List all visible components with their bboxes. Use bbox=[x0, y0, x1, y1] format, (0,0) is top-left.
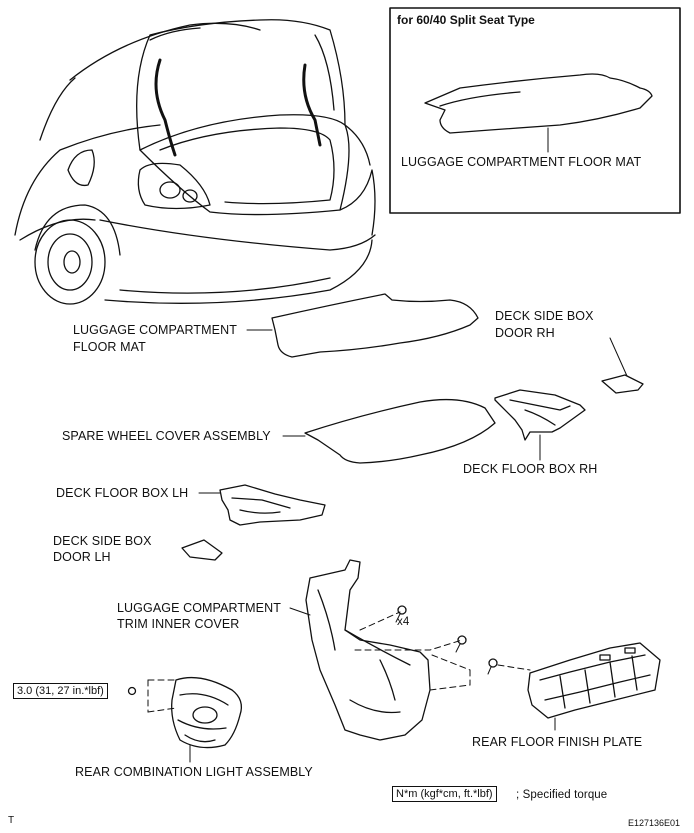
side-box-rh-label-line1: DECK SIDE BOX bbox=[495, 309, 594, 323]
footer-mark: T bbox=[8, 815, 15, 826]
side-box-door-lh-drawing bbox=[181, 539, 223, 561]
alignment-dashed-lines bbox=[147, 611, 531, 713]
floor-box-rh-drawing bbox=[494, 389, 586, 441]
trim-cover-leader bbox=[289, 607, 311, 616]
trim-inner-cover-drawing bbox=[305, 559, 431, 741]
torque-spec-box: 3.0 (31, 27 in.*lbf) bbox=[13, 683, 108, 699]
floor-box-rh-label: DECK FLOOR BOX RH bbox=[463, 462, 598, 476]
rear-light-label: REAR COMBINATION LIGHT ASSEMBLY bbox=[75, 765, 313, 779]
floor-box-lh-drawing bbox=[219, 484, 326, 526]
floor-mat-drawing bbox=[271, 293, 479, 358]
car-rear-illustration bbox=[14, 19, 376, 305]
torque-unit-legend-text: ; Specified torque bbox=[516, 789, 608, 801]
side-box-lh-label-line1: DECK SIDE BOX bbox=[53, 534, 152, 548]
clip-fasteners bbox=[395, 605, 498, 675]
clip-count-label: x4 bbox=[397, 616, 410, 628]
spare-wheel-cover-label: SPARE WHEEL COVER ASSEMBLY bbox=[62, 429, 271, 443]
torque-bolt-icon bbox=[127, 686, 137, 696]
floor-box-lh-label: DECK FLOOR BOX LH bbox=[56, 486, 189, 500]
inset-floor-mat-drawing bbox=[424, 73, 653, 134]
floor-mat-label-line1: LUGGAGE COMPARTMENT bbox=[73, 323, 237, 337]
rear-floor-plate-label: REAR FLOOR FINISH PLATE bbox=[472, 735, 643, 749]
side-box-rh-label-line2: DOOR RH bbox=[495, 326, 555, 340]
spare-wheel-cover-drawing bbox=[304, 398, 496, 464]
side-box-lh-label-line2: DOOR LH bbox=[53, 550, 111, 564]
inset-frame bbox=[389, 7, 681, 214]
side-box-door-rh-drawing bbox=[601, 374, 644, 394]
side-box-rh-leader bbox=[609, 337, 628, 377]
floor-mat-label-line2: FLOOR MAT bbox=[73, 340, 146, 354]
trim-cover-label-line1: LUGGAGE COMPARTMENT bbox=[117, 601, 281, 615]
trim-cover-label-line2: TRIM INNER COVER bbox=[117, 617, 240, 631]
rear-combination-light-drawing bbox=[171, 676, 243, 749]
rear-floor-finish-plate-drawing bbox=[527, 642, 661, 719]
inset-title: for 60/40 Split Seat Type bbox=[397, 13, 535, 27]
torque-unit-legend-box: N*m (kgf*cm, ft.*lbf) bbox=[392, 786, 497, 802]
figure-id: E127136E01 bbox=[628, 818, 681, 828]
inset-floor-mat-label: LUGGAGE COMPARTMENT FLOOR MAT bbox=[401, 155, 642, 169]
